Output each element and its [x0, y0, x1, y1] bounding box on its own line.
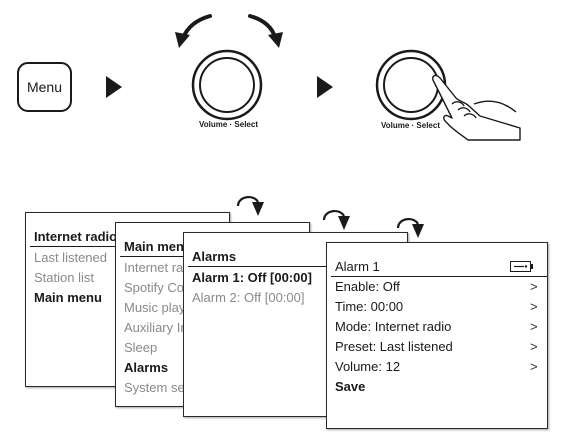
- next-step-arrow-icon: [317, 76, 333, 98]
- setting-preset[interactable]: Preset: Last listened: [335, 339, 453, 354]
- setting-volume[interactable]: Volume: 12: [335, 359, 401, 374]
- menu-item-last-listened[interactable]: Last listened: [34, 250, 107, 265]
- screen-alarm-1: Alarm 1 Enable: Off > Time: 00:00 > Mode…: [326, 242, 548, 429]
- volume-select-knob-press[interactable]: [370, 40, 530, 141]
- screen-title: Alarm 1: [331, 259, 547, 277]
- menu-item-alarm-2[interactable]: Alarm 2: Off [00:00]: [192, 290, 305, 305]
- menu-item-alarms[interactable]: Alarms: [124, 360, 169, 375]
- menu-item-music-player[interactable]: Music player: [124, 300, 197, 315]
- screen-title: Internet radio: [29, 229, 229, 247]
- screen-title: Alarms: [187, 249, 407, 267]
- menu-item-alarm-1[interactable]: Alarm 1: Off [00:00]: [192, 270, 312, 285]
- setting-enable[interactable]: Enable: Off: [335, 279, 400, 294]
- knob-label: Volume · Select: [381, 121, 440, 130]
- chevron-right-icon[interactable]: >: [530, 339, 538, 354]
- select-arrow-icon: [236, 196, 264, 216]
- save-button[interactable]: Save: [335, 379, 366, 394]
- chevron-right-icon[interactable]: >: [530, 359, 538, 374]
- setting-mode[interactable]: Mode: Internet radio: [335, 319, 452, 334]
- setting-time[interactable]: Time: 00:00: [335, 299, 404, 314]
- menu-button[interactable]: Menu: [17, 62, 72, 112]
- chevron-right-icon[interactable]: >: [530, 299, 538, 314]
- pressing-hand-icon: [431, 74, 521, 141]
- menu-item-sleep[interactable]: Sleep: [124, 340, 158, 355]
- rotate-right-arrow-icon: [248, 14, 283, 48]
- select-arrow-icon: [322, 210, 350, 230]
- menu-item-internet-radio[interactable]: Internet radio: [124, 260, 201, 275]
- volume-select-knob-rotate[interactable]: [170, 8, 290, 123]
- menu-item-station-list[interactable]: Station list: [34, 270, 94, 285]
- menu-button-label: Menu: [26, 79, 63, 95]
- chevron-right-icon[interactable]: >: [530, 279, 538, 294]
- screen-title: Main menu: [120, 239, 309, 257]
- chevron-right-icon[interactable]: >: [530, 319, 538, 334]
- menu-item-main-menu[interactable]: Main menu: [34, 290, 102, 305]
- select-arrow-icon: [396, 218, 424, 238]
- next-step-arrow-icon: [106, 76, 122, 98]
- knob-label: Volume · Select: [199, 120, 258, 129]
- rotate-left-arrow-icon: [175, 14, 212, 48]
- menu-item-auxiliary-in[interactable]: Auxiliary In: [124, 320, 188, 335]
- battery-icon: [510, 261, 533, 272]
